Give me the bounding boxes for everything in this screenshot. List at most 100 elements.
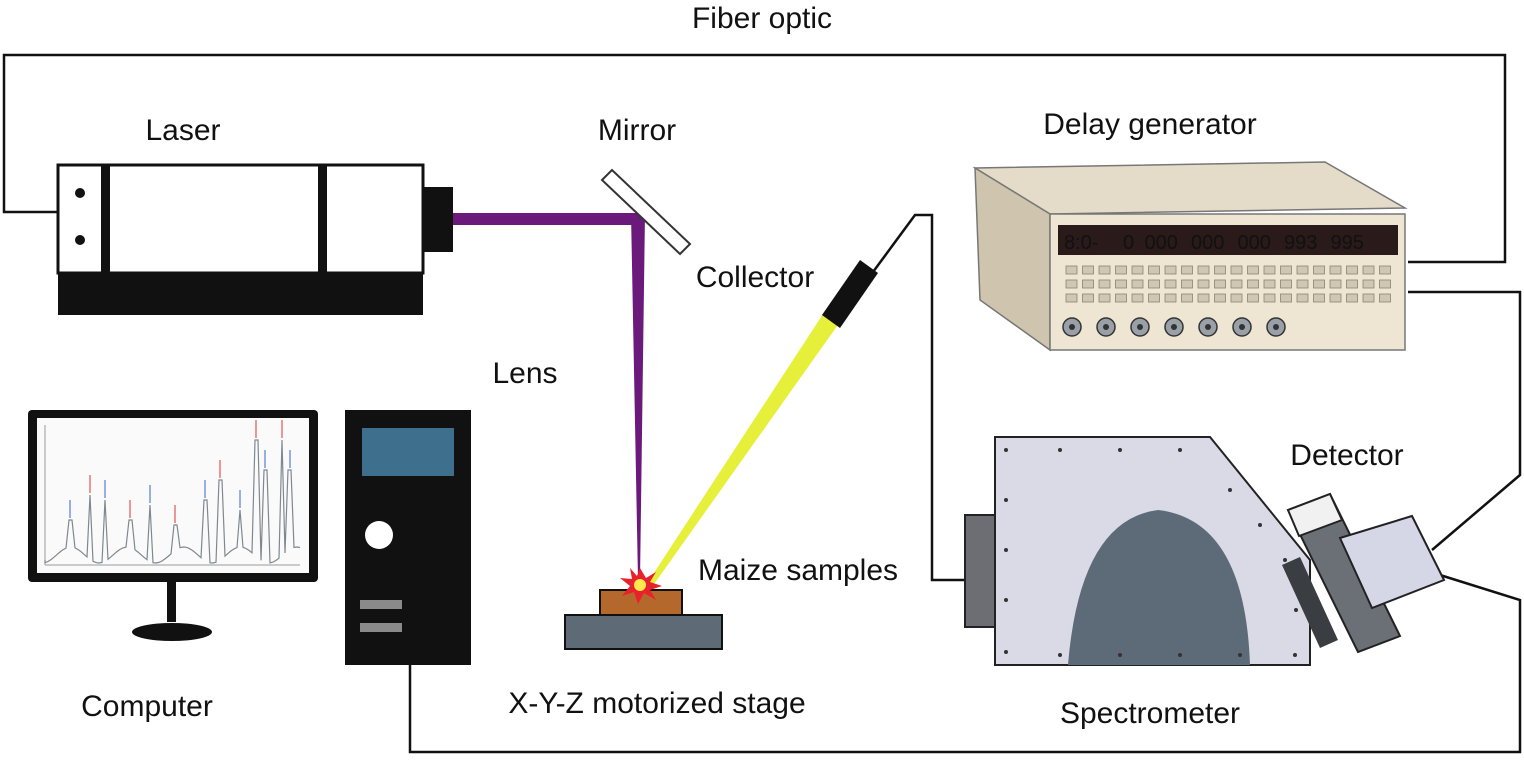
delay-button <box>1082 265 1094 275</box>
delay-button <box>1214 293 1226 303</box>
label-laser: Laser <box>145 114 220 147</box>
screw <box>1228 488 1232 492</box>
screw <box>1293 653 1297 657</box>
delay-button <box>1346 279 1358 289</box>
delay-button <box>1230 293 1243 303</box>
delay-button <box>1131 293 1144 303</box>
delay-button <box>1346 265 1358 275</box>
monitor-foot <box>132 623 212 641</box>
laser-beam-horizontal <box>453 213 643 225</box>
tower-display <box>362 428 454 476</box>
delay-button <box>1379 279 1391 289</box>
label-lens: Lens <box>492 357 557 390</box>
delay-button <box>1164 293 1177 303</box>
delay-button <box>1247 279 1259 289</box>
spectrum-line <box>44 439 301 564</box>
detector-flange <box>1282 557 1338 648</box>
delay-button <box>1362 293 1375 303</box>
delay-button <box>1379 293 1391 303</box>
plasma-spark-icon <box>620 568 662 604</box>
screw <box>1004 598 1008 602</box>
screw <box>1258 523 1262 527</box>
delay-button <box>1313 293 1325 303</box>
delay-button <box>1280 279 1292 289</box>
bnc-connector-pin <box>1171 324 1177 330</box>
delay-button <box>1131 265 1144 275</box>
delay-button <box>1164 279 1177 289</box>
laser-divider-left <box>101 165 110 273</box>
laser-body <box>56 163 425 275</box>
delay-button <box>1214 279 1226 289</box>
xyz-stage <box>564 614 723 650</box>
delay-button <box>1379 265 1391 275</box>
tower-drive-1 <box>360 600 402 609</box>
label-maize-samples: Maize samples <box>698 554 898 587</box>
laser-base <box>58 272 423 315</box>
grating-region <box>1068 510 1250 665</box>
delay-button <box>1197 279 1210 289</box>
delay-digit-group: 000 <box>1191 232 1224 254</box>
spectrometer-screws <box>1004 448 1298 657</box>
screw <box>1058 448 1062 452</box>
bnc-connector-pin <box>1069 324 1075 330</box>
delay-buttons <box>1065 265 1391 303</box>
screw <box>1004 548 1008 552</box>
screw <box>1178 653 1182 657</box>
delay-button <box>1313 279 1325 289</box>
label-computer: Computer <box>81 690 213 723</box>
delay-button <box>1082 293 1094 303</box>
mirror-icon <box>600 168 692 256</box>
delay-to-detector-line <box>1408 290 1522 551</box>
tower-power-button <box>365 521 393 549</box>
delay-button <box>1230 279 1243 289</box>
bnc-connector-pin <box>1205 324 1211 330</box>
delay-button <box>1115 279 1127 289</box>
screw <box>1004 650 1008 654</box>
delay-button <box>1362 265 1375 275</box>
laser <box>56 163 453 315</box>
label-stage: X-Y-Z motorized stage <box>508 687 805 720</box>
delay-top <box>972 161 1408 215</box>
bnc-connector-pin <box>1273 324 1279 330</box>
delay-button <box>1313 265 1325 275</box>
detector-top <box>1286 492 1344 538</box>
delay-button <box>1131 279 1144 289</box>
delay-button <box>1098 279 1111 289</box>
fiber-optic-line <box>2 53 1507 264</box>
screw <box>1294 608 1298 612</box>
screw <box>1178 448 1182 452</box>
delay-button <box>1214 265 1226 275</box>
screw <box>1058 653 1062 657</box>
delay-button <box>1197 293 1210 303</box>
bnc-connector-pin <box>1137 324 1143 330</box>
laser-knob-top <box>75 188 85 198</box>
delay-button <box>1329 293 1342 303</box>
bnc-connector-pin <box>1239 324 1245 330</box>
label-spectrometer: Spectrometer <box>1060 697 1240 730</box>
delay-button <box>1181 293 1193 303</box>
laser-aperture-icon <box>423 187 453 252</box>
spectrometer <box>964 436 1311 666</box>
delay-button <box>1098 293 1111 303</box>
laser-knob-bottom <box>75 235 85 245</box>
detector-head <box>1338 514 1446 610</box>
delay-button <box>1329 279 1342 289</box>
delay-digit-group: 000 <box>1238 232 1271 254</box>
monitor-neck <box>167 582 176 622</box>
delay-button <box>1296 279 1309 289</box>
label-mirror: Mirror <box>598 114 676 147</box>
delay-button <box>1280 293 1292 303</box>
screw <box>1118 448 1122 452</box>
spectrum-plot <box>44 420 301 566</box>
delay-digit-group: 8:0- <box>1064 232 1098 254</box>
delay-button <box>1263 265 1276 275</box>
label-detector: Detector <box>1290 439 1403 472</box>
delay-button <box>1247 293 1259 303</box>
delay-button <box>1181 279 1193 289</box>
delay-button <box>1296 265 1309 275</box>
delay-digit-group: 0 <box>1123 232 1134 254</box>
delay-button <box>1065 279 1078 289</box>
